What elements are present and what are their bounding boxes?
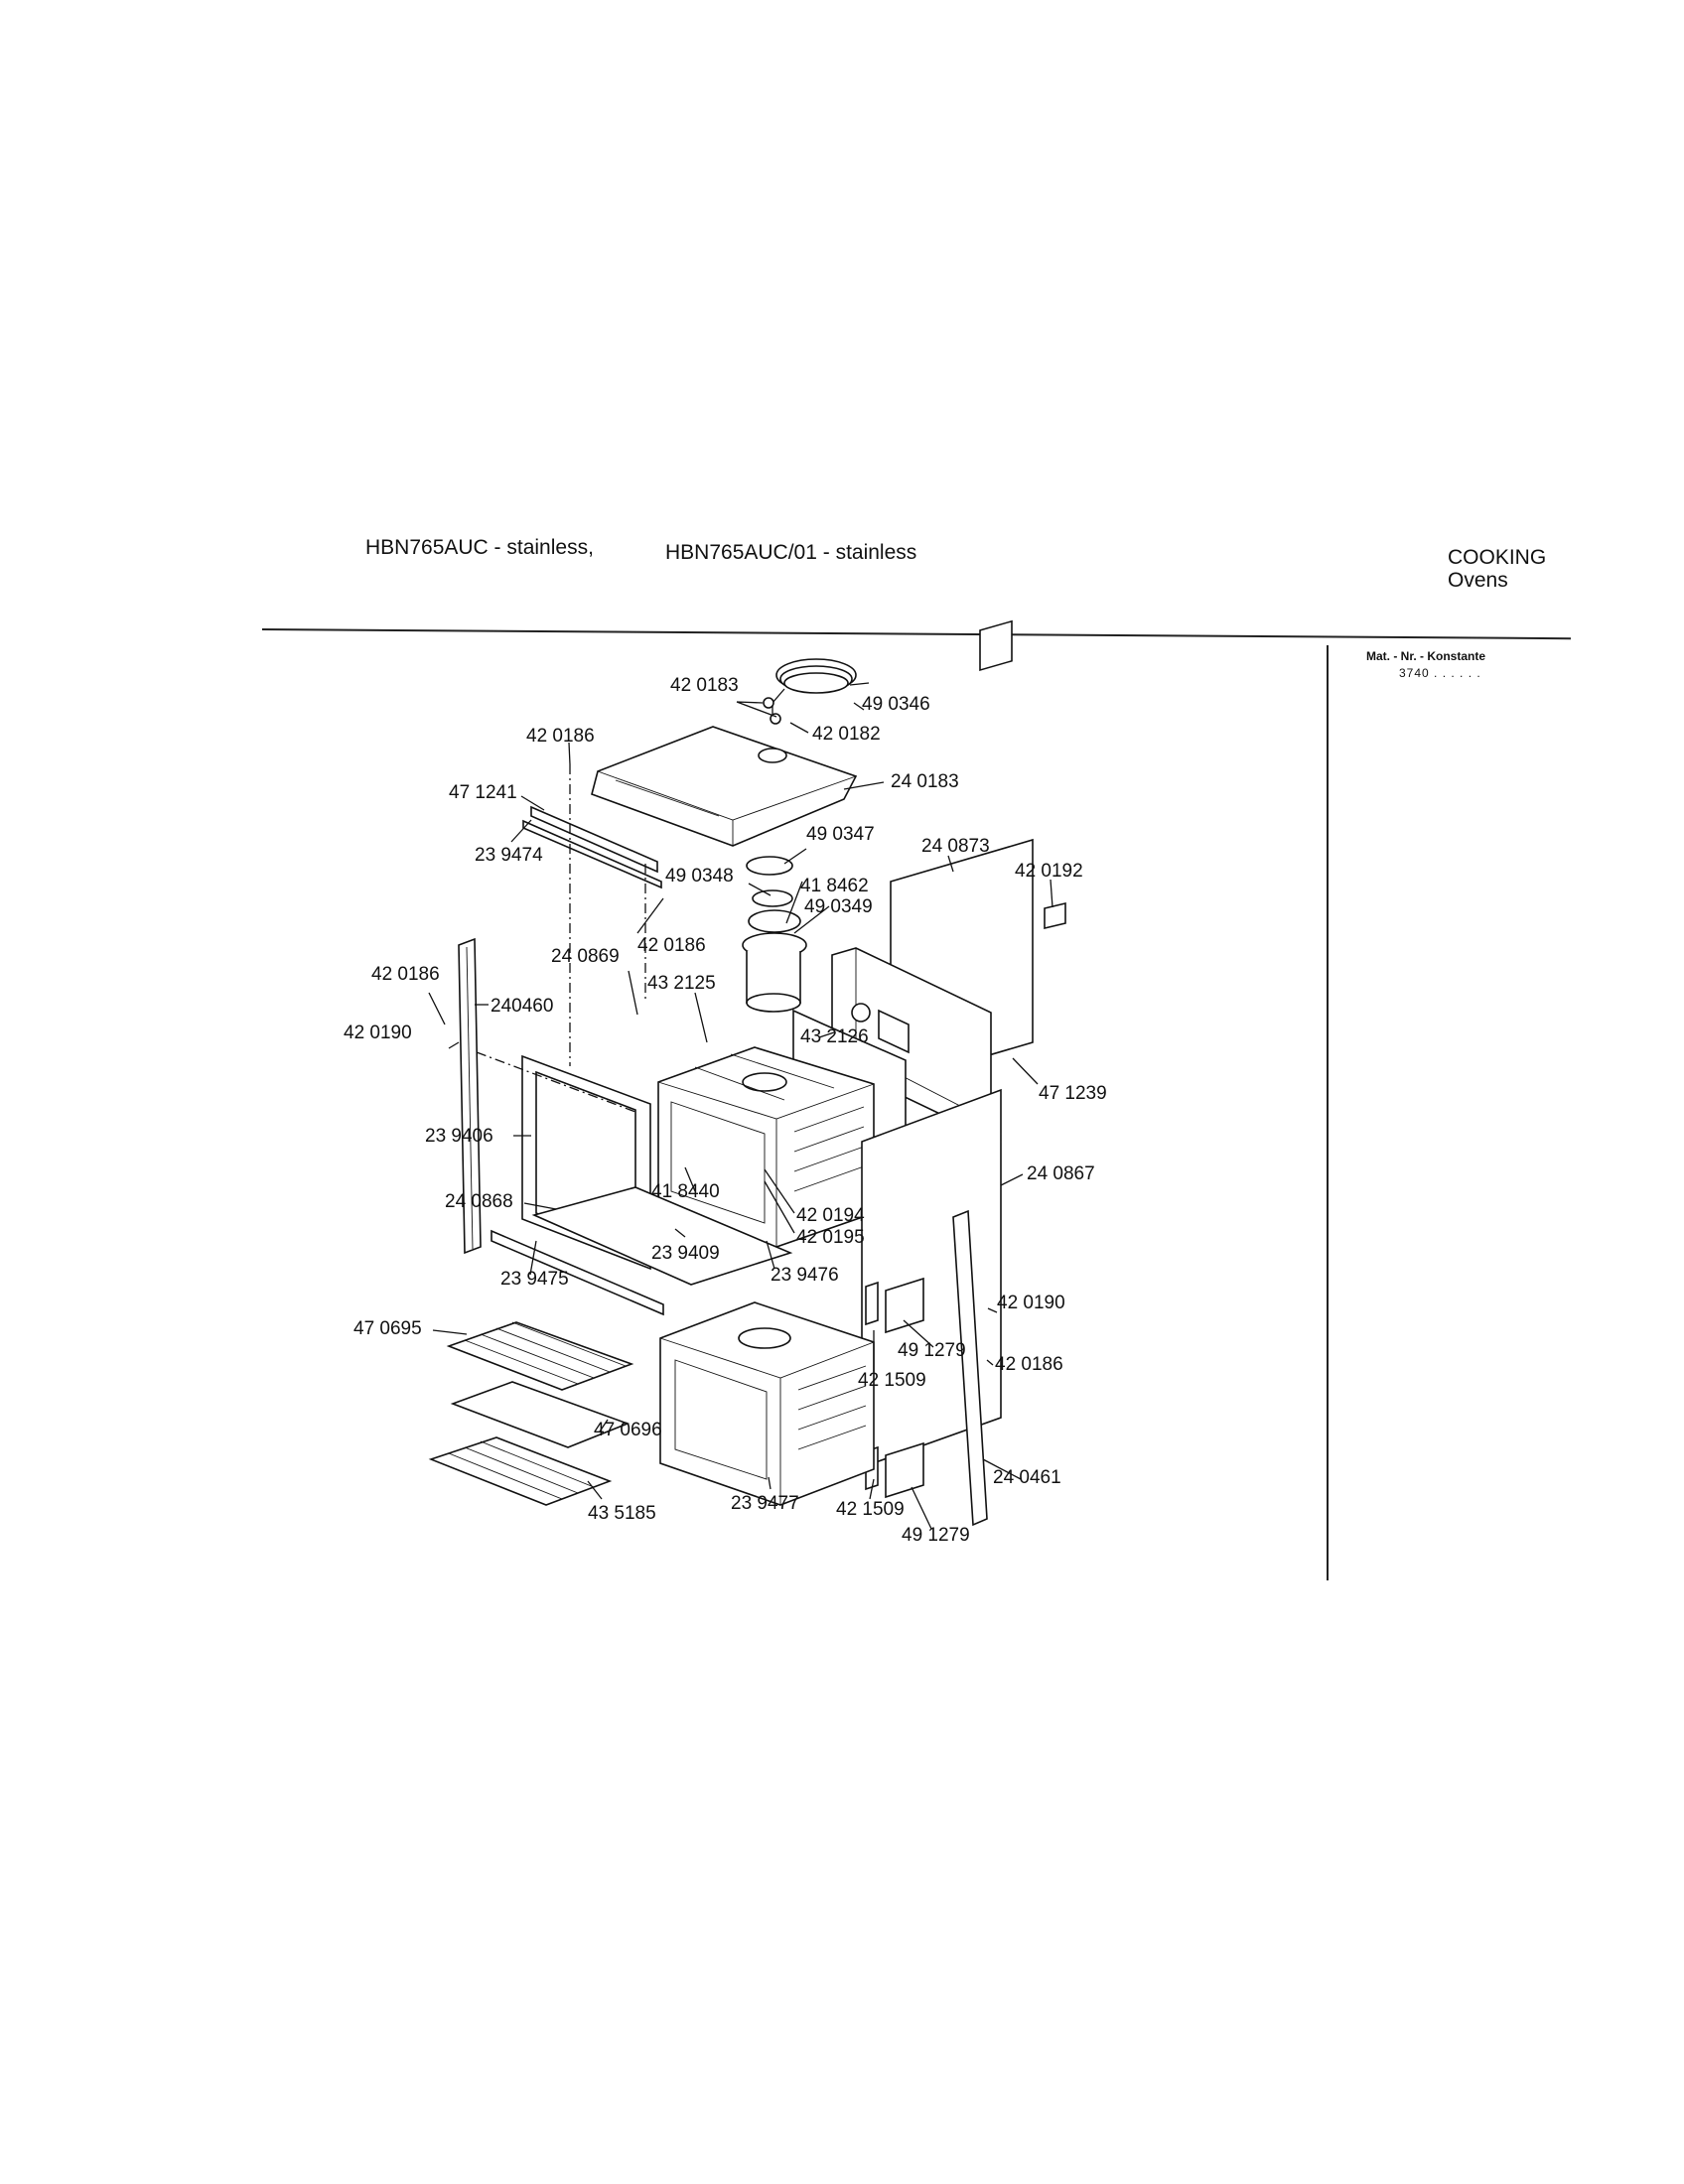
part-number-labels: 42 0183 49 0346 42 0182 42 0186 24 0183 … <box>344 675 1107 1546</box>
part-label: 42 0182 <box>812 724 881 745</box>
category-label: COOKING <box>1448 546 1547 569</box>
top-cover-part <box>591 726 858 847</box>
power-cable-part <box>772 658 870 717</box>
part-label: 42 0190 <box>344 1023 412 1043</box>
oven-rack-middle-part <box>450 1381 631 1448</box>
part-label: 42 0192 <box>1015 861 1083 882</box>
part-label: 41 8440 <box>651 1181 720 1202</box>
part-label: 23 9409 <box>651 1243 720 1264</box>
part-label: 42 0195 <box>796 1227 865 1248</box>
part-label: 49 1279 <box>898 1340 966 1361</box>
part-label: 47 1241 <box>449 782 517 803</box>
model-label-secondary: HBN765AUC/01 - stainless <box>665 541 917 564</box>
part-label: 49 1279 <box>902 1525 970 1546</box>
part-label: 240460 <box>491 996 553 1017</box>
part-label: 23 9474 <box>475 845 543 866</box>
part-label: 24 0868 <box>445 1191 513 1212</box>
part-label: 42 0186 <box>995 1354 1063 1375</box>
convection-fan-parts <box>742 856 807 1013</box>
part-label: 49 0349 <box>804 896 873 917</box>
part-label: 41 8462 <box>800 876 869 896</box>
right-side-trim-part <box>952 1209 988 1527</box>
bottom-plate-part <box>531 1186 793 1286</box>
part-label: 24 0461 <box>993 1467 1061 1488</box>
part-label: 24 0183 <box>891 771 959 792</box>
front-trim-strip-part <box>522 805 662 889</box>
part-label: 42 1509 <box>836 1499 905 1520</box>
mat-nr-value: 3740 . . . . . . <box>1399 666 1481 680</box>
part-label: 23 9477 <box>731 1493 799 1514</box>
oven-rack-upper-part <box>446 1321 634 1391</box>
part-label: 42 0190 <box>997 1293 1065 1313</box>
part-label: 42 0186 <box>637 935 706 956</box>
part-label: 49 0346 <box>862 694 930 715</box>
screws-top <box>763 697 781 725</box>
oven-rack-lower-part <box>428 1436 613 1506</box>
part-label: 49 0348 <box>665 866 734 887</box>
assembly-centre-lines <box>476 764 646 1113</box>
part-label: 43 5185 <box>588 1503 656 1524</box>
part-label: 47 0695 <box>353 1318 422 1339</box>
leader-lines <box>428 701 1053 1530</box>
part-label: 42 0186 <box>371 964 440 985</box>
part-label: 42 1509 <box>858 1370 926 1391</box>
part-label: 47 0696 <box>594 1420 662 1440</box>
part-label: 24 0869 <box>551 946 620 967</box>
subcategory-label: Ovens <box>1448 569 1508 592</box>
part-label: 43 2126 <box>800 1026 869 1047</box>
lower-oven-cavity-part <box>659 1301 875 1506</box>
model-label-primary: HBN765AUC - stainless, <box>365 536 594 559</box>
part-label: 23 9406 <box>425 1126 493 1147</box>
side-divider <box>1327 645 1329 1580</box>
left-side-trim-part <box>458 937 482 1255</box>
part-label: 24 0873 <box>921 836 990 857</box>
part-label: 43 2125 <box>647 973 716 994</box>
part-label: 42 0194 <box>796 1205 865 1226</box>
part-label: 42 0183 <box>670 675 739 696</box>
part-label: 23 9476 <box>771 1265 839 1286</box>
part-label: 47 1239 <box>1039 1083 1107 1104</box>
part-label: 23 9475 <box>500 1269 569 1290</box>
part-label: 24 0867 <box>1027 1163 1095 1184</box>
part-label: 49 0347 <box>806 824 875 845</box>
mat-nr-label: Mat. - Nr. - Konstante <box>1366 649 1486 663</box>
part-label: 42 0186 <box>526 726 595 747</box>
